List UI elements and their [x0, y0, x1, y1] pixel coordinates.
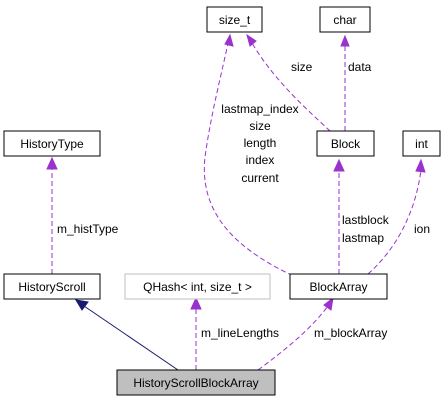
- node-history-scroll-block-array[interactable]: HistoryScrollBlockArray: [116, 369, 276, 396]
- label-ion: ion: [414, 222, 430, 236]
- label-current: current: [241, 171, 279, 185]
- node-history-scroll-label: HistoryScroll: [18, 280, 85, 294]
- node-size-t[interactable]: size_t: [206, 6, 263, 33]
- node-size-t-label: size_t: [219, 13, 251, 27]
- node-qhash[interactable]: QHash< int, size_t >: [124, 273, 271, 300]
- label-m-hist-type: m_histType: [57, 222, 119, 236]
- node-block[interactable]: Block: [316, 130, 375, 157]
- edge-block-array-size-t-arrowhead: [224, 33, 234, 47]
- label-lastblock: lastblock: [342, 213, 390, 227]
- edge-inherit-history-scroll: [83, 305, 179, 371]
- label-m-block-array: m_blockArray: [314, 326, 387, 340]
- edge-block-array-int-arrowhead: [415, 158, 426, 173]
- edge-block-array-size-t: [203, 42, 301, 280]
- edge-history-scroll-history-type-arrowhead: [46, 156, 58, 170]
- label-lastmap-index: lastmap_index: [221, 102, 298, 116]
- node-block-array-label: BlockArray: [309, 280, 367, 294]
- node-block-array[interactable]: BlockArray: [289, 273, 388, 300]
- label-length: length: [244, 136, 277, 150]
- edge-qhash-line-lengths-arrowhead: [190, 296, 202, 310]
- node-char-label: char: [333, 13, 356, 27]
- label-data: data: [348, 60, 372, 74]
- node-history-scroll[interactable]: HistoryScroll: [3, 273, 101, 300]
- node-history-scroll-block-array-label: HistoryScrollBlockArray: [133, 376, 258, 390]
- edge-block-array-int: [367, 169, 422, 275]
- edge-block-array-member: [257, 305, 329, 371]
- edge-block-array-member-arrowhead: [323, 296, 334, 311]
- edge-block-char-arrowhead: [340, 34, 350, 47]
- label-size: size: [291, 60, 313, 74]
- edge-block-array-block-arrowhead: [333, 158, 345, 172]
- label-index: index: [246, 153, 275, 167]
- node-history-type-label: HistoryType: [20, 137, 84, 151]
- edge-block-size-t: [251, 42, 331, 132]
- edge-inherit-history-scroll-arrowhead: [75, 299, 89, 311]
- node-qhash-label: QHash< int, size_t >: [143, 280, 252, 294]
- edge-block-size-t-arrowhead: [246, 33, 257, 47]
- node-history-type[interactable]: HistoryType: [3, 130, 101, 157]
- node-int[interactable]: int: [402, 130, 441, 157]
- node-block-label: Block: [331, 137, 361, 151]
- label-size-2: size: [249, 119, 271, 133]
- node-int-label: int: [415, 137, 428, 151]
- node-char[interactable]: char: [319, 6, 371, 33]
- label-lastmap: lastmap: [342, 231, 384, 245]
- label-m-line-lengths: m_lineLengths: [201, 326, 279, 340]
